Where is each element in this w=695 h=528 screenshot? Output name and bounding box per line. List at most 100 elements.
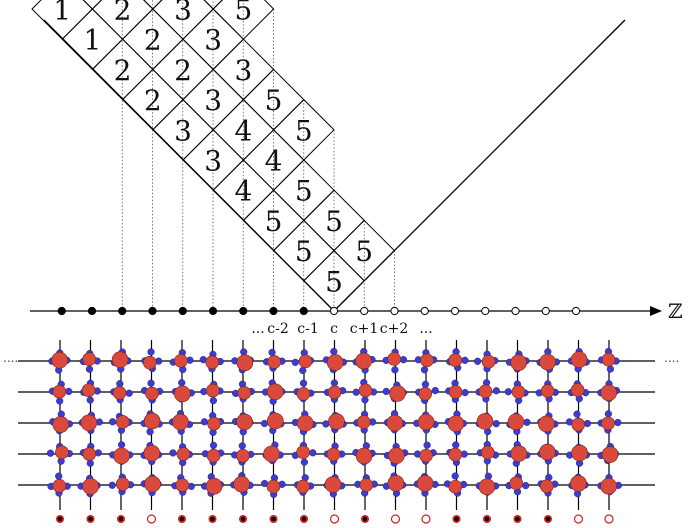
partition-cells: 112233455522344555223333554455 [31,0,396,312]
metal-atom [386,414,404,432]
metal-atom [448,353,463,368]
metal-atom [82,352,97,367]
metal-atom [420,353,434,368]
metal-atom [448,479,463,494]
oxygen-atom [330,347,338,356]
metal-atom [143,412,161,430]
cell-label: 5 [295,114,313,147]
metal-atom [417,413,435,431]
metal-atom [326,354,344,371]
metal-atom [144,475,161,493]
empty-site-dot [360,306,369,316]
metal-atom [539,479,554,493]
oxygen-atom [573,410,581,418]
cell-label: 3 [204,24,222,57]
ellipsis-right: .... [664,351,679,365]
metal-atom [111,351,129,368]
metal-atom [205,477,223,495]
oxygen-atom [420,366,429,374]
empty-site-dot [481,306,490,316]
cell-label: 2 [144,24,162,57]
cell-label: 5 [295,235,313,268]
empty-site-dot [450,306,460,316]
cell-label: 5 [265,84,283,117]
cell-label: 4 [234,114,252,147]
metal-atom [52,416,70,433]
metal-atom [80,414,98,432]
oxygen-atom [209,441,218,449]
oxygen-atom [268,348,276,357]
metal-atom [176,447,191,461]
metal-atom [172,413,189,431]
oxygen-atom [361,396,369,404]
metal-atom [540,384,555,398]
metal-atom [510,445,528,462]
tick-label: c-1 [297,321,318,337]
bottom-site-empty [421,514,431,524]
metal-atom [266,383,284,401]
oxygen-atom [109,418,117,426]
metal-atom [237,386,252,400]
metal-atom [476,413,494,430]
cell-label: 3 [204,84,222,117]
oxygen-atom [452,441,460,449]
oxygen-atom [46,449,55,457]
cell-label: 4 [234,175,252,208]
cell-diamond [91,0,154,40]
metal-atom [416,475,434,492]
metal-atom [51,351,68,369]
filled-site-dot [239,306,248,316]
metal-atom [356,415,371,429]
metal-atom [355,352,372,370]
metal-atom [571,417,586,432]
metal-atom [539,443,556,461]
filled-site-dot [299,306,308,316]
metal-atom [478,478,496,496]
oxygen-atom [423,441,431,449]
oxygen-atom [108,481,116,489]
filled-site-dot [87,306,97,316]
oxygen-atom [492,387,500,395]
bottom-site-core [362,516,368,522]
oxygen-atom [116,380,124,388]
metal-atom [296,445,310,459]
cell-label: 2 [174,54,192,87]
bottom-site-core [118,516,124,522]
cell-label: 5 [265,205,283,238]
oxygen-atom [451,472,459,480]
axis-arrowhead [650,306,662,316]
bottom-site-core [271,516,276,522]
metal-atom [236,354,254,372]
oxygen-atom [583,419,592,428]
oxygen-atom [55,472,63,480]
bottom-site-empty [390,514,401,524]
metal-atom [538,415,555,433]
empty-site-dot [329,306,339,316]
filled-site-dot [208,306,218,316]
oxygen-atom [614,418,622,427]
oxygen-atom [299,379,308,387]
empty-site-dot [571,306,581,316]
metal-atom [600,384,618,402]
axis-symbol: ℤ [668,299,683,323]
cell-label: 2 [144,84,162,117]
metal-atom [327,385,342,400]
metal-atom [52,478,67,493]
empty-site-dot [511,306,520,316]
empty-site-dot [541,306,550,316]
oxygen-atom [352,388,360,396]
bottom-site-empty [604,514,614,524]
oxygen-atom [399,356,408,364]
metal-atom [174,354,188,368]
metal-atom [298,354,313,369]
oxygen-atom [504,388,512,396]
metal-atom [570,383,585,397]
cell-label: 5 [295,175,313,208]
oxygen-atom [146,428,154,436]
metal-atom [115,415,130,429]
metal-atom [570,351,588,368]
metal-atom [206,383,220,398]
cell-label: 5 [325,205,343,238]
filled-site-dot [148,306,157,316]
